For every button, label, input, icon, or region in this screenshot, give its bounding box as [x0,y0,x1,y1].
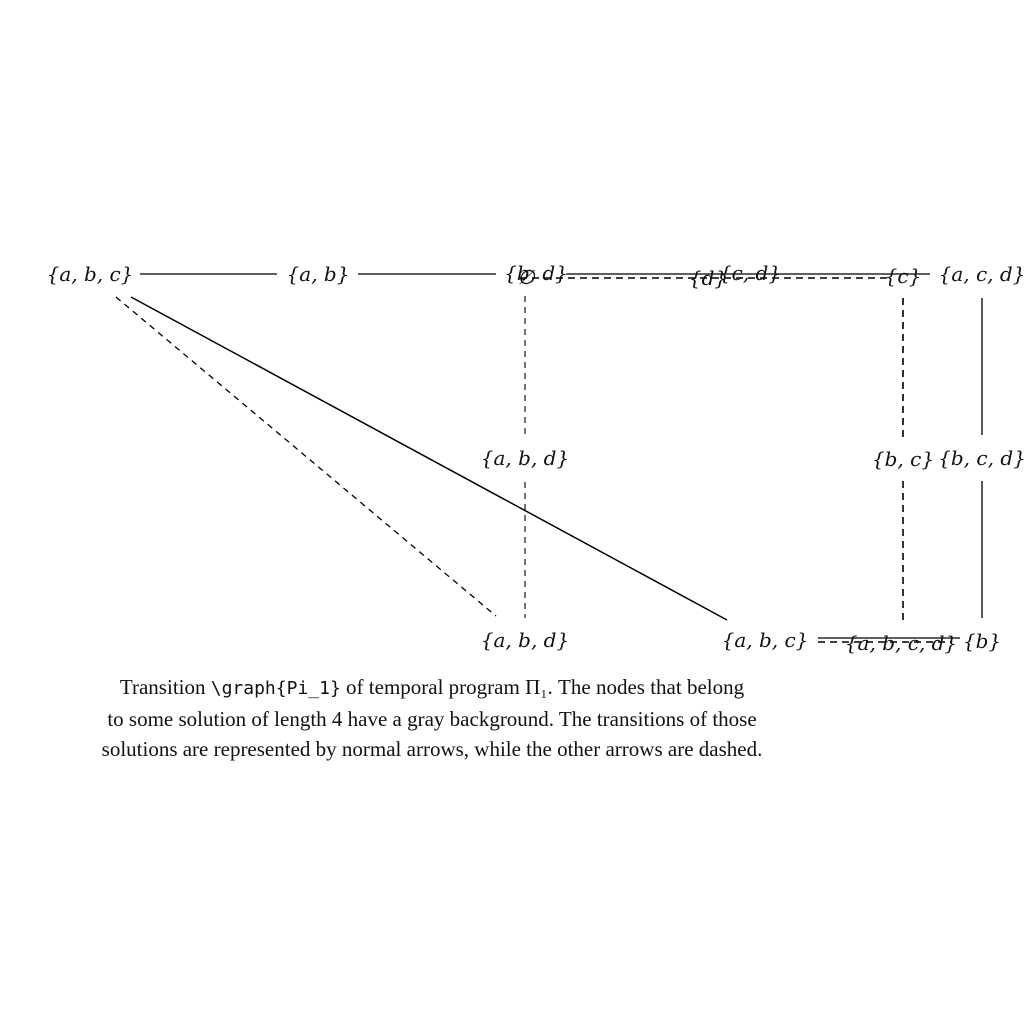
graph-edges [115,273,983,643]
node-abd-mid: {a, b, d} [481,446,569,470]
node-empty: ∅ [517,265,536,289]
caption-line-3: solutions are represented by normal arro… [101,737,763,761]
node-acd: {a, c, d} [939,262,1024,286]
figure-caption: Transition \graph{Pi_1} of temporal prog… [0,672,864,764]
graph-nodes: {a, b, c} {a, b} {b, d} ∅ {d} {c, d} {c}… [47,261,1024,655]
node-abc-top: {a, b, c} [47,262,134,286]
node-b: {b} [963,629,1001,653]
node-abd-bottom: {a, b, d} [481,628,569,652]
caption-line-1-pre: Transition [119,675,211,699]
caption-line-1: Transition \graph{Pi_1} of temporal prog… [0,672,864,704]
node-ab: {a, b} [287,262,350,286]
node-d-top: {d} [689,266,727,290]
node-bd: {b, d} [504,261,568,285]
node-bcd: {b, c, d} [938,446,1024,470]
node-abcd: {a, b, c, d} [845,631,957,655]
node-cd: {c, d} [719,261,781,285]
caption-line-1-post: of temporal program Π₁. The nodes that b… [340,675,745,699]
caption-line-2: to some solution of length 4 have a gray… [107,707,757,731]
edge-abc-to-abd-bottom [115,296,497,617]
edge-abc-to-abc-bottom [130,296,728,621]
node-bc: {b, c} [872,447,934,471]
caption-code: \graph{Pi_1} [210,678,341,699]
node-abc-bottom: {a, b, c} [722,628,809,652]
node-c: {c} [885,264,922,288]
